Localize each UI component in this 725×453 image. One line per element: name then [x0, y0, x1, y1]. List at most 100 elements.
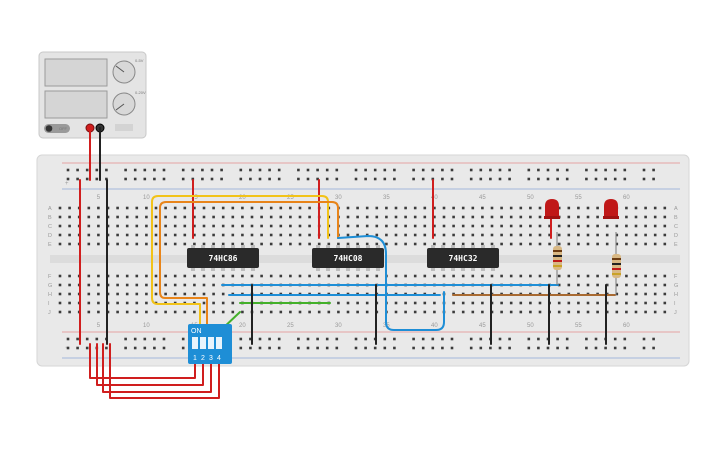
chip-pin [481, 268, 485, 271]
chip-pin [366, 245, 370, 248]
row-letter: D [674, 233, 678, 239]
wires [79, 127, 616, 399]
power-switch-knob [45, 125, 53, 132]
chip-74hc08-label: 74HC08 [334, 254, 363, 263]
column-number: 25 [287, 195, 294, 201]
column-number: 30 [335, 323, 342, 329]
row-letter: I [674, 301, 676, 307]
row-letter: G [674, 283, 678, 289]
dip-toggle-3[interactable] [208, 337, 214, 349]
column-number: 50 [527, 323, 534, 329]
chip-pin [356, 268, 360, 271]
chip-74hc08[interactable]: 74HC08 [312, 248, 384, 268]
column-number: 5 [97, 195, 101, 201]
chip-pin [326, 268, 330, 271]
chip-pin [431, 268, 435, 271]
chip-pin [336, 245, 340, 248]
chip-pin [211, 268, 215, 271]
row-letter: F [674, 274, 678, 280]
column-number: 60 [623, 195, 630, 201]
chip-pin [366, 268, 370, 271]
chip-pin [251, 268, 255, 271]
resistor-1[interactable] [553, 232, 562, 285]
chip-pin [451, 268, 455, 271]
chip-pin [461, 268, 465, 271]
dip-pos-1: 1 [193, 355, 197, 362]
wire-orange [159, 201, 339, 325]
power-supply: 0-5V 0-20V OFF [38, 51, 147, 139]
chip-pin [326, 245, 330, 248]
led-1[interactable] [544, 199, 560, 219]
chip-pins [191, 245, 495, 271]
chip-pin [481, 245, 485, 248]
display-top [44, 58, 108, 87]
knob-bottom-label: 0-20V [135, 90, 146, 95]
display-bottom [44, 90, 108, 119]
row-letter: E [674, 242, 678, 248]
dip-toggle-2[interactable] [200, 337, 206, 349]
chip-pin [451, 245, 455, 248]
knob-bottom-indicator [115, 103, 125, 111]
column-number: 25 [287, 323, 294, 329]
dip-switch[interactable]: ON 1 2 3 4 [188, 324, 232, 364]
row-letter: I [48, 301, 50, 307]
chip-pin [441, 268, 445, 271]
chip-pin [201, 268, 205, 271]
column-number: 30 [335, 195, 342, 201]
chip-pin [356, 245, 360, 248]
chip-pin [346, 245, 350, 248]
dip-toggle-1[interactable] [192, 337, 198, 349]
chip-74hc86-label: 74HC86 [209, 254, 238, 263]
chip-pin [316, 268, 320, 271]
chip-74hc32-label: 74HC32 [449, 254, 478, 263]
row-letter: F [48, 274, 52, 280]
chip-74hc86[interactable]: 74HC86 [187, 248, 259, 268]
column-number: 50 [527, 195, 534, 201]
row-letter: B [48, 215, 52, 221]
row-letter: D [48, 233, 52, 239]
dip-pos-3: 3 [209, 355, 213, 362]
chip-pin [431, 245, 435, 248]
column-number: 40 [431, 323, 438, 329]
chip-pin [231, 268, 235, 271]
column-number: 55 [575, 323, 582, 329]
wire-yellow [151, 195, 329, 325]
power-switch-label: OFF [59, 126, 68, 131]
chip-pin [491, 268, 495, 271]
rail-plus-label: + [65, 181, 69, 187]
dip-toggle-4[interactable] [216, 337, 222, 349]
dip-pos-2: 2 [201, 355, 205, 362]
wire-dip-2 [96, 343, 204, 386]
chip-pin [241, 245, 245, 248]
row-letter: A [48, 206, 52, 212]
brand-plate [115, 124, 133, 131]
led-2[interactable] [603, 199, 619, 219]
column-number: 55 [575, 195, 582, 201]
row-letter: J [48, 310, 51, 316]
row-letter: B [674, 215, 678, 221]
chip-pin [191, 245, 195, 248]
column-number: 10 [143, 323, 150, 329]
row-letter: H [674, 292, 678, 298]
chip-pin [471, 245, 475, 248]
column-number: 20 [239, 195, 246, 201]
row-letter: C [674, 224, 678, 230]
row-letter: C [48, 224, 52, 230]
chip-pin [231, 245, 235, 248]
row-letter: G [48, 283, 52, 289]
chip-74hc32[interactable]: 74HC32 [427, 248, 499, 268]
chip-pin [441, 245, 445, 248]
wire-dip-3 [102, 343, 212, 393]
column-number: 60 [623, 323, 630, 329]
wire-blue-chip [337, 235, 445, 331]
chip-pin [211, 245, 215, 248]
column-number: 10 [143, 195, 150, 201]
dip-switch-header: ON [191, 328, 202, 335]
column-number: 5 [97, 323, 101, 329]
resistor-2[interactable] [612, 232, 621, 295]
chip-pin [241, 268, 245, 271]
column-number: 40 [431, 195, 438, 201]
row-letter: H [48, 292, 52, 298]
chip-pin [346, 268, 350, 271]
